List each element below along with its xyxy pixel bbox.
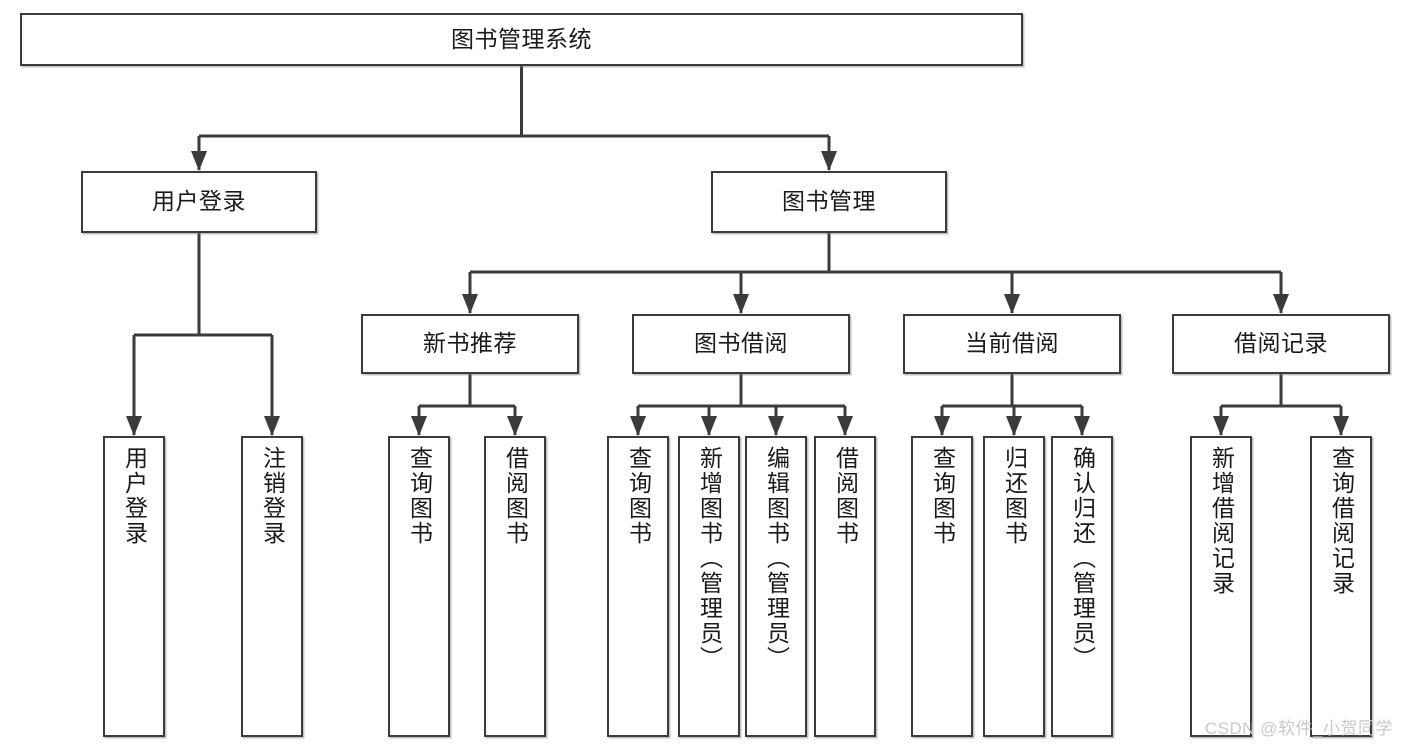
node-label: 图书借阅 [694, 330, 788, 357]
node-label: 查询图书 [406, 446, 433, 546]
node-label: 用户登录 [152, 188, 246, 215]
node-leaf-query-book-rec[interactable]: 查询图书 [388, 436, 450, 737]
node-leaf-query-book-borrow[interactable]: 查询图书 [607, 436, 669, 737]
node-label: 编辑图书（管理员） [763, 446, 790, 671]
node-label: 查询图书 [625, 446, 652, 546]
node-leaf-user-logout[interactable]: 注销登录 [241, 436, 303, 737]
node-label: 新书推荐 [423, 330, 517, 357]
node-label: 图书管理系统 [451, 25, 592, 52]
watermark-text: CSDN @软件_小贺同学 [1204, 719, 1393, 738]
node-leaf-borrow-book[interactable]: 借阅图书 [814, 436, 876, 737]
node-label: 归还图书 [1001, 446, 1028, 546]
node-label: 借阅记录 [1234, 330, 1328, 357]
node-label: 新增借阅记录 [1208, 446, 1235, 596]
node-label: 借阅图书 [832, 446, 859, 546]
node-leaf-return-book[interactable]: 归还图书 [983, 436, 1045, 737]
node-new-book-rec[interactable]: 新书推荐 [361, 314, 579, 374]
node-label: 新增图书（管理员） [696, 446, 723, 671]
node-leaf-add-book[interactable]: 新增图书（管理员） [678, 436, 740, 737]
node-leaf-query-book-cur[interactable]: 查询图书 [911, 436, 973, 737]
node-leaf-query-record[interactable]: 查询借阅记录 [1310, 436, 1372, 737]
node-label: 查询借阅记录 [1328, 446, 1355, 596]
node-leaf-add-record[interactable]: 新增借阅记录 [1190, 436, 1252, 737]
node-label: 借阅图书 [502, 446, 529, 546]
node-leaf-borrow-book-rec[interactable]: 借阅图书 [484, 436, 546, 737]
node-label: 查询图书 [929, 446, 956, 546]
node-label: 图书管理 [782, 188, 876, 215]
node-leaf-confirm-return[interactable]: 确认归还（管理员） [1051, 436, 1113, 737]
node-leaf-user-login[interactable]: 用户登录 [103, 436, 165, 737]
node-leaf-edit-book[interactable]: 编辑图书（管理员） [745, 436, 807, 737]
node-book-manage[interactable]: 图书管理 [711, 171, 947, 233]
node-borrow-record[interactable]: 借阅记录 [1172, 314, 1390, 374]
node-book-borrow[interactable]: 图书借阅 [632, 314, 850, 374]
node-label: 确认归还（管理员） [1069, 446, 1096, 671]
node-label: 注销登录 [259, 446, 286, 546]
node-label: 用户登录 [121, 446, 148, 546]
node-user-login[interactable]: 用户登录 [81, 171, 317, 233]
node-current-borrow[interactable]: 当前借阅 [903, 314, 1121, 374]
node-label: 当前借阅 [965, 330, 1059, 357]
node-root[interactable]: 图书管理系统 [20, 13, 1023, 66]
